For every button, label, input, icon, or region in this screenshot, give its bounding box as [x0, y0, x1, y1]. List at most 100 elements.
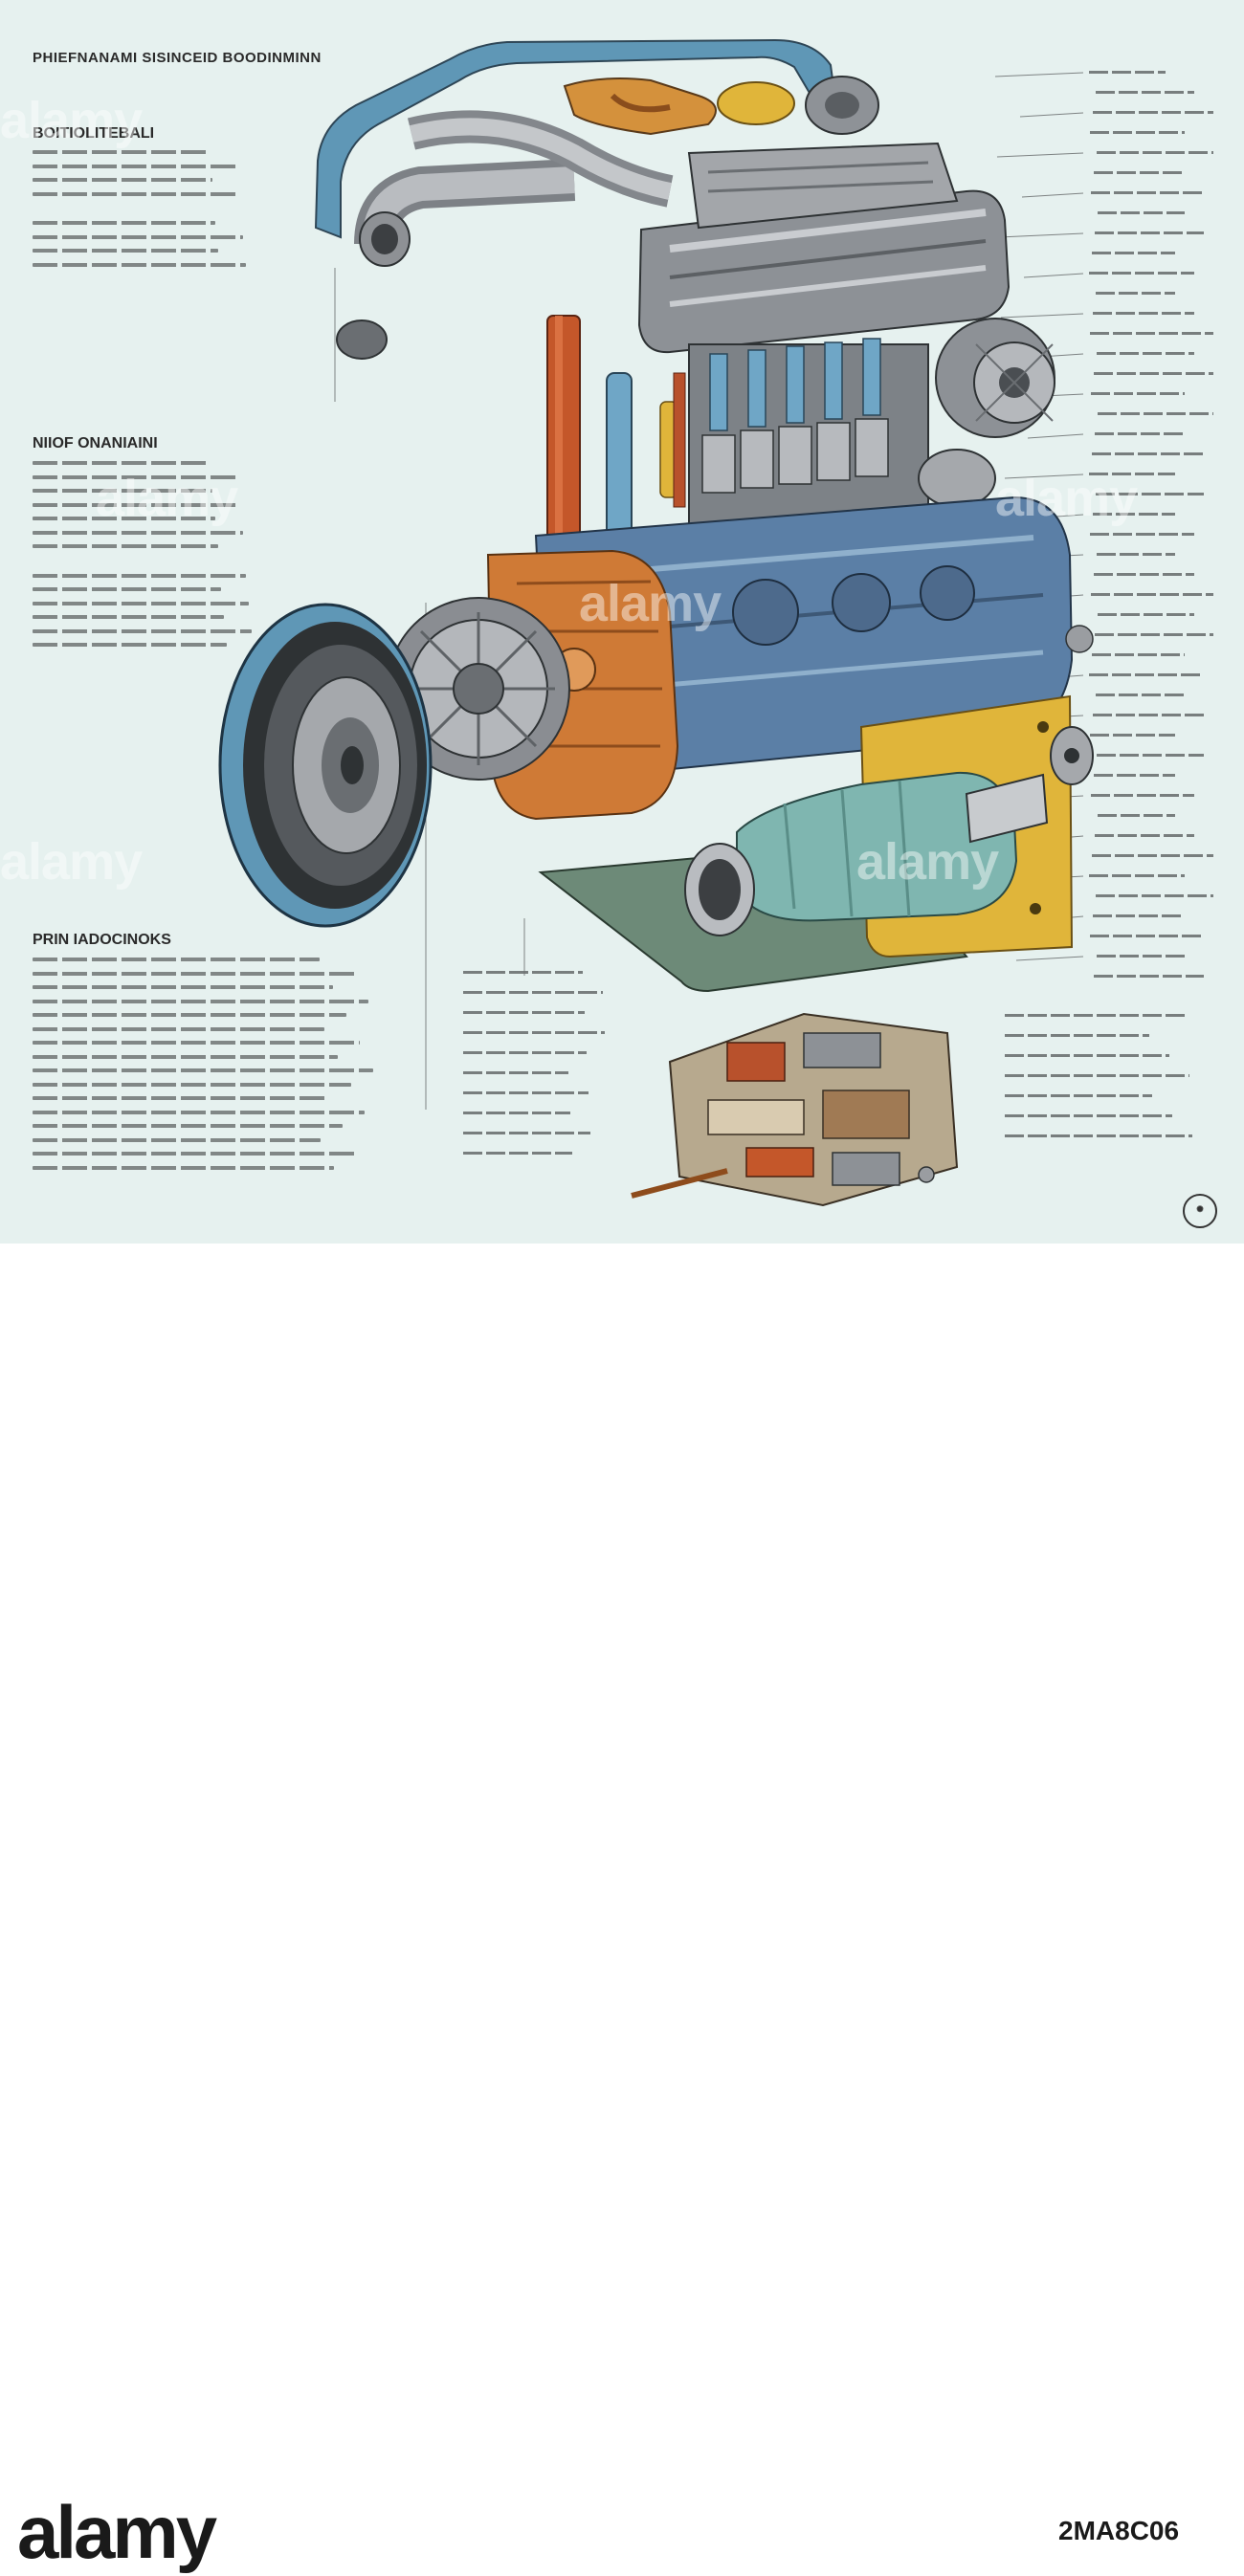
section-heading: NIIOF ONANIAINI	[33, 435, 158, 451]
turbo-assembly	[563, 76, 879, 136]
body-text-line	[33, 150, 210, 154]
body-text-line	[33, 249, 218, 253]
leader-line	[998, 232, 1084, 238]
body-text-line	[33, 530, 243, 535]
body-text-line	[33, 573, 246, 578]
leader-line	[1023, 273, 1084, 278]
callout-label	[1097, 754, 1204, 757]
watermark: alamy	[856, 833, 999, 891]
callout-label	[1096, 493, 1204, 495]
exploded-detail	[631, 1012, 959, 1207]
callout-label	[1092, 854, 1213, 857]
callout-label	[1089, 71, 1166, 74]
callout-label	[1092, 653, 1185, 656]
engine-illustration	[218, 38, 1094, 1207]
intake-pipes	[336, 110, 674, 360]
callout-label	[1093, 914, 1185, 917]
body-text-line	[33, 999, 368, 1003]
body-text-line	[33, 262, 246, 267]
callout-label	[1090, 734, 1175, 737]
body-text-line	[33, 601, 249, 605]
body-text-line	[33, 587, 221, 591]
publisher-seal: ✺	[1183, 1194, 1217, 1228]
cylinder-head	[637, 142, 1011, 354]
callout-label	[1090, 131, 1185, 134]
callout-label	[1098, 412, 1213, 415]
body-text-line	[33, 234, 243, 239]
body-text-line	[33, 461, 210, 465]
callout-label	[463, 1011, 585, 1014]
callout-label	[1005, 1014, 1187, 1017]
callout-label	[1094, 171, 1185, 174]
callout-label	[1096, 91, 1194, 94]
stock-id: 2MA8C06	[1058, 2516, 1180, 2545]
callout-label	[1094, 774, 1175, 777]
callout-label	[1098, 613, 1194, 616]
body-text-line	[33, 1054, 338, 1059]
callout-label	[1098, 814, 1175, 817]
section-heading: BOITIOLITEBALI	[33, 125, 155, 142]
leader-line	[1000, 313, 1084, 319]
callout-label	[463, 1051, 587, 1054]
body-text-line	[33, 1152, 356, 1156]
body-text-line	[33, 502, 240, 507]
body-text-line	[33, 1013, 346, 1017]
watermark: alamy	[579, 575, 722, 632]
callout-label	[463, 1112, 570, 1114]
callout-label	[1091, 392, 1185, 395]
stock-footer: alamy 2MA8C06	[0, 1244, 1244, 2574]
body-text-line	[33, 1026, 324, 1031]
callout-label	[1097, 151, 1213, 154]
body-text-line	[33, 489, 212, 493]
poster-title: PHIEFNANAMI SISINCEID BOODINMINN	[33, 50, 322, 66]
callout-label	[1091, 191, 1204, 194]
callout-label	[1089, 473, 1175, 475]
callout-label	[1095, 432, 1185, 435]
leader-line	[1015, 956, 1084, 961]
callout-label	[1092, 252, 1175, 254]
callout-label	[1097, 955, 1185, 958]
body-text-line	[33, 958, 320, 961]
callout-label	[463, 1152, 572, 1155]
callout-label	[1095, 633, 1213, 636]
body-text-line	[33, 474, 237, 479]
callout-label	[1096, 694, 1185, 696]
body-text-line	[33, 191, 240, 196]
callout-label	[1095, 834, 1194, 837]
body-text-line	[33, 643, 227, 647]
callout-label	[1096, 894, 1213, 897]
callout-label	[1090, 935, 1204, 937]
body-text-line	[33, 221, 215, 225]
leader-line	[1004, 473, 1084, 479]
callout-label	[1005, 1034, 1149, 1037]
body-text-line	[33, 628, 252, 633]
callout-label	[1097, 352, 1194, 355]
body-text-line	[33, 1137, 321, 1142]
callout-label	[1091, 794, 1194, 797]
section-heading: PRIN IADOCINOKS	[33, 932, 171, 948]
body-text-line	[33, 178, 212, 182]
callout-label	[463, 971, 583, 974]
alternator	[918, 318, 1055, 508]
callout-label	[1005, 1074, 1189, 1077]
body-text-line	[33, 615, 224, 619]
stock-logo: alamy	[17, 2490, 217, 2574]
watermark: alamy	[0, 833, 143, 891]
callout-label	[463, 1091, 589, 1094]
crankshaft-pulley	[218, 603, 433, 928]
callout-label	[1090, 332, 1213, 335]
body-text-line	[33, 971, 355, 976]
poster: PHIEFNANAMI SISINCEID BOODINMINN BOITIOL…	[0, 0, 1244, 1244]
body-text-line	[33, 1082, 351, 1087]
watermark: alamy	[96, 470, 238, 527]
callout-label	[1090, 533, 1194, 536]
body-text-line	[33, 517, 215, 520]
callout-label	[463, 991, 603, 994]
callout-label	[1093, 111, 1213, 114]
callout-label	[1005, 1054, 1169, 1057]
leader-line	[1021, 192, 1084, 198]
body-text-line	[33, 1124, 343, 1128]
cylinder-bank	[688, 338, 929, 527]
body-text-line	[33, 1041, 360, 1045]
callout-label	[463, 1031, 605, 1034]
